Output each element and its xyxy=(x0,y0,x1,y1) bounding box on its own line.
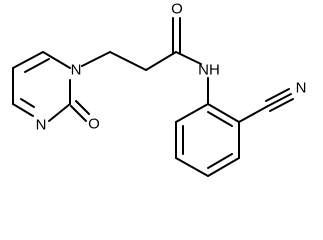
bond xyxy=(81,51,111,67)
bond xyxy=(12,51,44,69)
bond xyxy=(265,88,290,102)
bond xyxy=(109,51,147,71)
amide-nitrogen-label: NH xyxy=(198,62,220,79)
ring-carbonyl-oxygen-label: O xyxy=(88,116,100,133)
bond xyxy=(269,98,294,112)
bond xyxy=(12,103,34,117)
nitrile-group xyxy=(238,88,294,123)
bond xyxy=(20,98,35,108)
bond xyxy=(207,111,233,127)
bond xyxy=(207,157,240,177)
bond xyxy=(175,103,209,123)
ring-nitrogen-1-label: N xyxy=(71,62,82,79)
cyanophenyl-ring xyxy=(175,77,240,177)
bond xyxy=(175,157,209,177)
pyrimidinone-ring xyxy=(12,51,90,122)
bond xyxy=(238,105,269,123)
bond xyxy=(70,105,87,122)
bond xyxy=(175,51,202,65)
chemical-structure-diagram: O NH N N N O xyxy=(12,1,307,177)
bond xyxy=(207,103,240,123)
bond xyxy=(267,93,292,107)
bond xyxy=(48,103,71,122)
bond xyxy=(75,100,90,115)
carbonyl-oxygen-label: O xyxy=(171,1,183,18)
bond xyxy=(42,51,71,69)
bond xyxy=(24,58,50,73)
bond xyxy=(145,51,177,71)
ring-nitrogen-3-label: N xyxy=(36,117,47,134)
propanamide-chain xyxy=(81,17,202,71)
bond xyxy=(207,153,233,169)
nitrile-nitrogen-label: N xyxy=(296,80,307,97)
